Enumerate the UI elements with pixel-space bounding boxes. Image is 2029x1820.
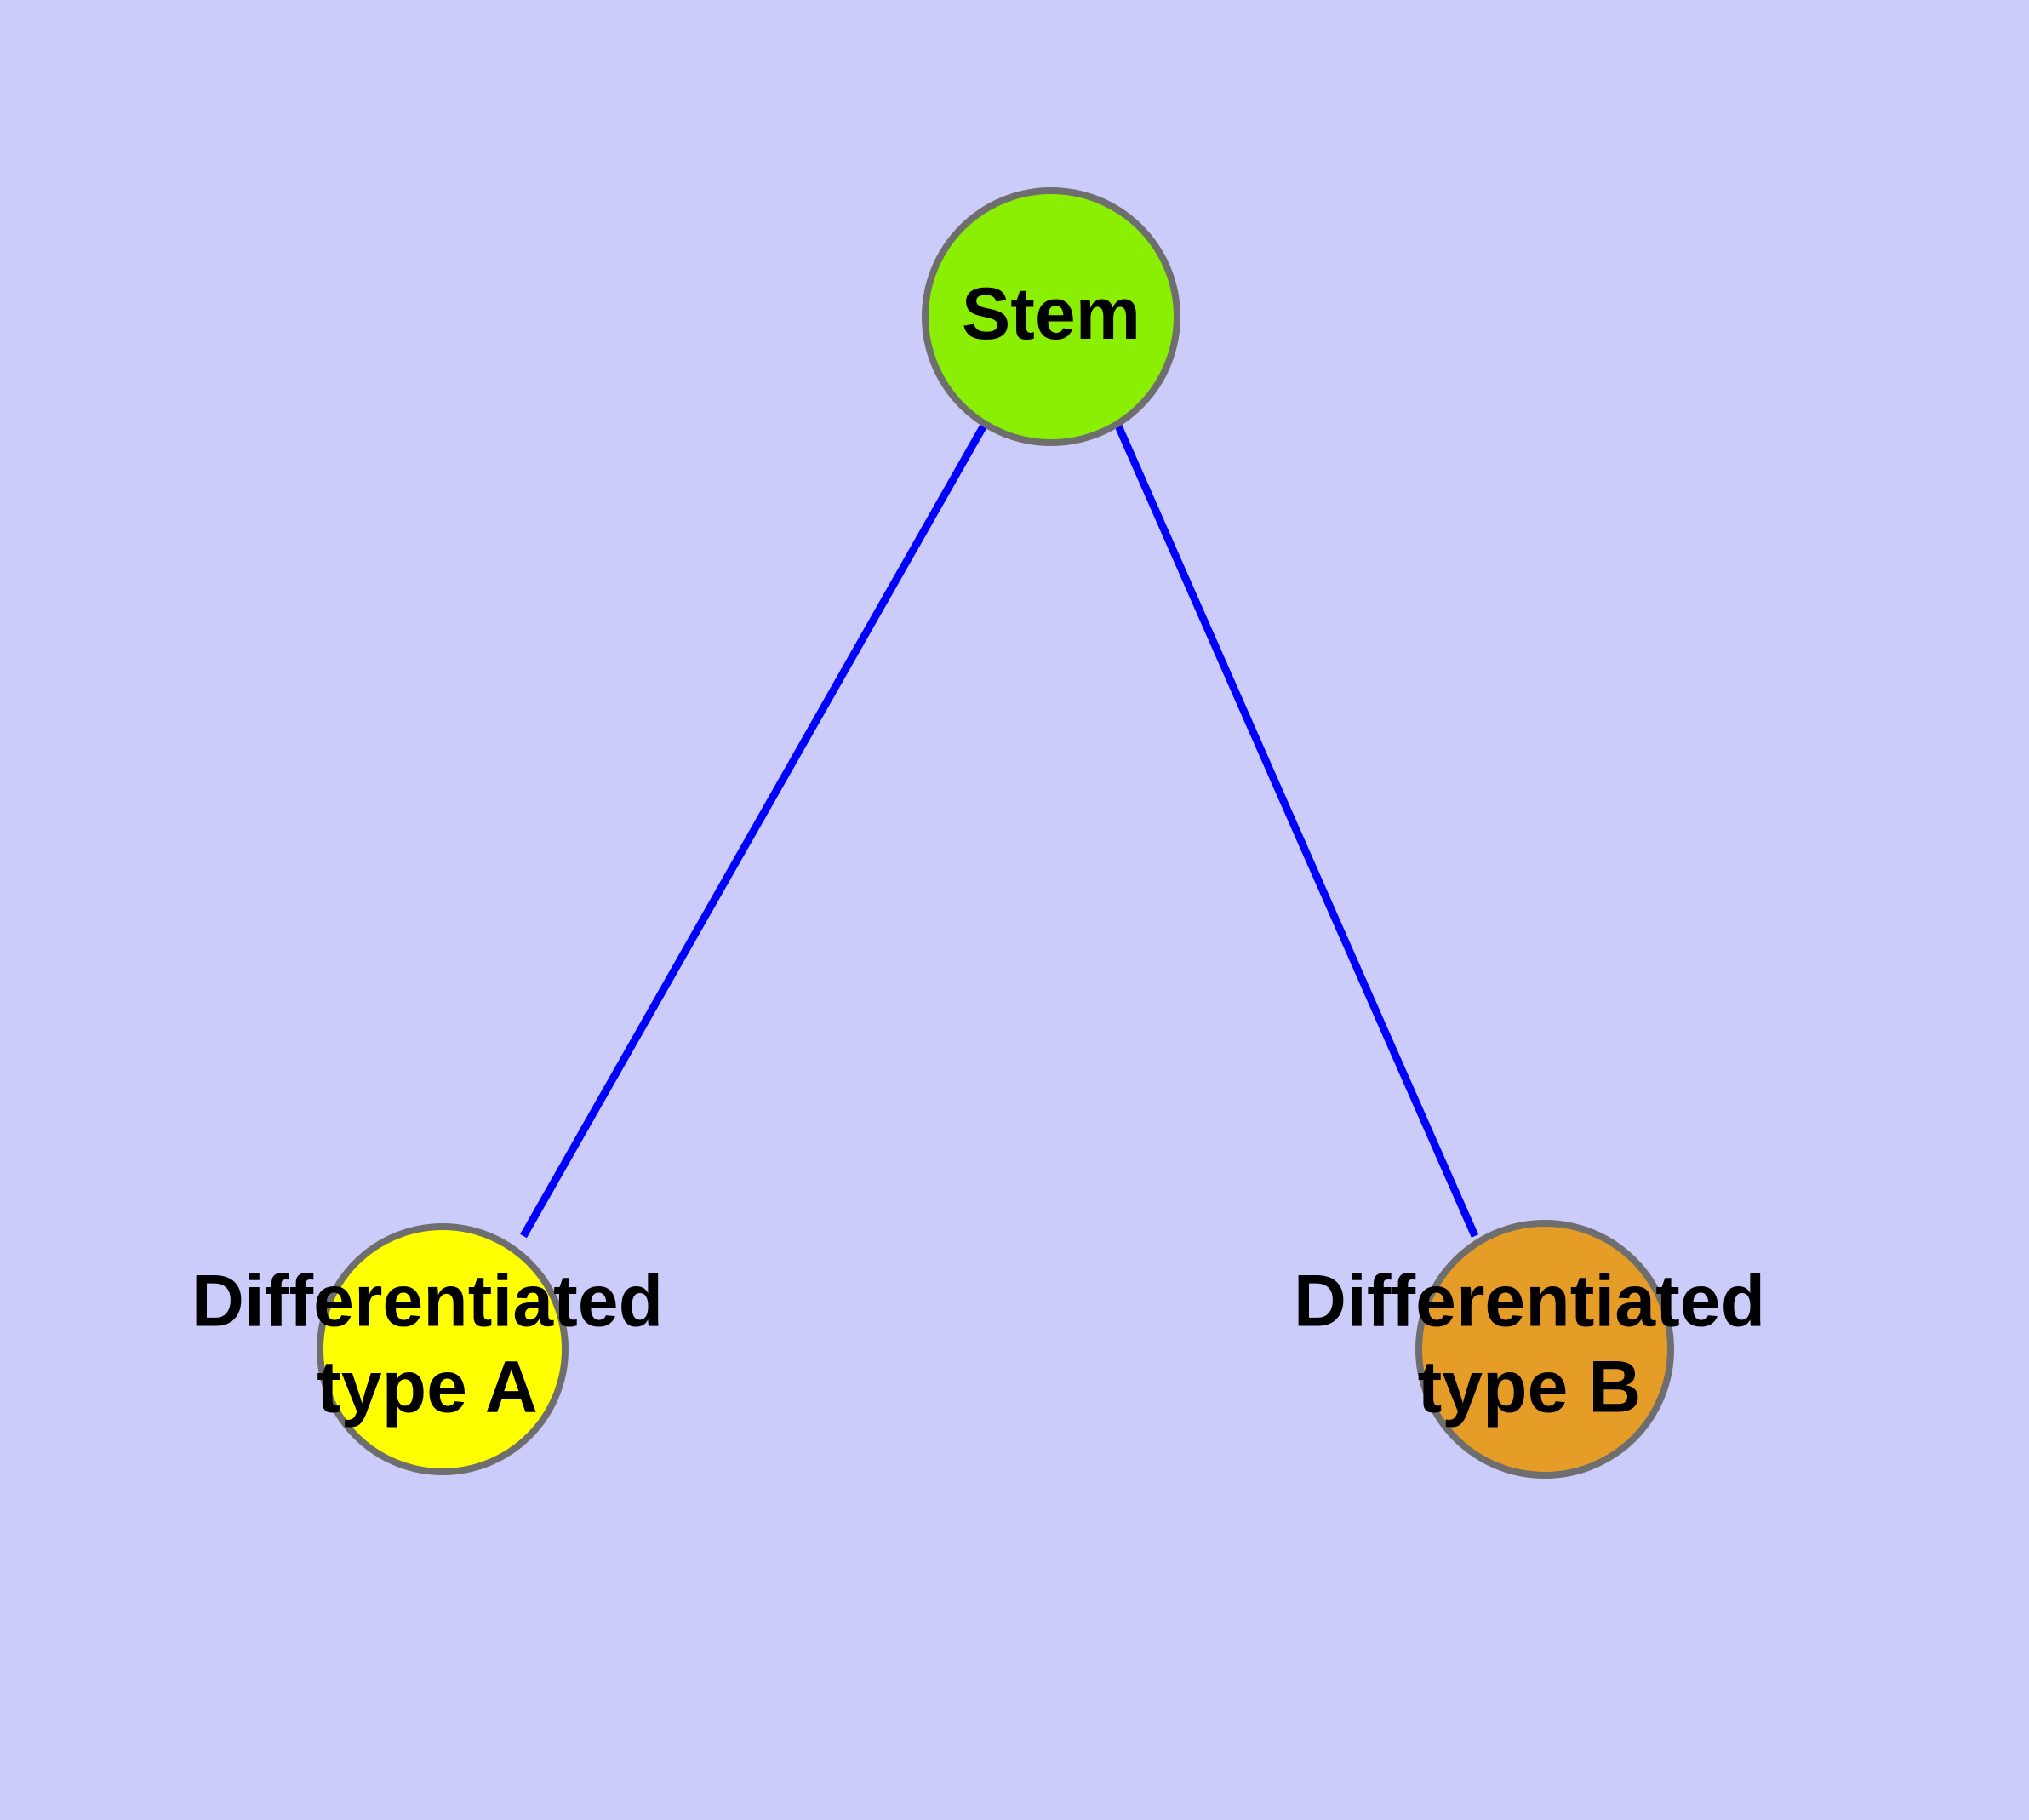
node-diff-type-b[interactable]: [1415, 1220, 1674, 1479]
node-label-line: Differentiated: [1294, 1260, 1765, 1342]
node-label-line: Differentiated: [191, 1260, 663, 1342]
edge-stem-to-type-a[interactable]: [520, 421, 988, 1239]
nodes-group: [317, 187, 1674, 1479]
node-label-stem: Stem: [962, 273, 1140, 355]
node-stem[interactable]: [922, 187, 1180, 446]
node-diff-type-a[interactable]: [317, 1223, 569, 1475]
edge-stem-to-type-b[interactable]: [1113, 422, 1479, 1238]
node-label-line: type B: [1418, 1346, 1642, 1428]
node-label-line: Stem: [962, 273, 1140, 355]
edges-group: [520, 421, 1479, 1239]
node-label-line: type A: [317, 1346, 538, 1428]
